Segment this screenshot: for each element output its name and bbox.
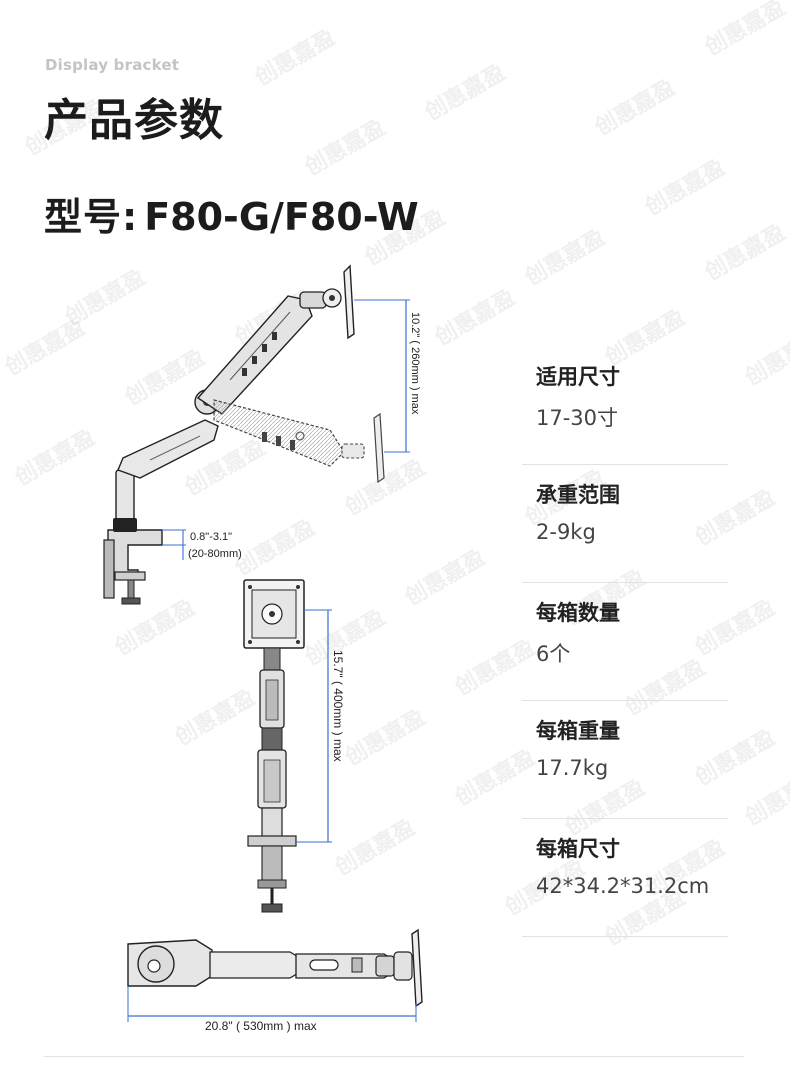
spec-label: 适用尺寸 bbox=[536, 365, 620, 389]
clamp-label-line1: 0.8"-3.1" bbox=[190, 531, 232, 543]
clamp-label-line2: (20-80mm) bbox=[188, 548, 242, 560]
model-label: 型号: bbox=[44, 195, 139, 239]
spec-list: 适用尺寸 17-30寸 承重范围 2-9kg 每箱数量 6个 每箱重量 17.7… bbox=[522, 347, 728, 937]
spec-label: 每箱数量 bbox=[536, 601, 620, 625]
spec-value: 2-9kg bbox=[536, 520, 596, 544]
page-subtitle: Display bracket bbox=[45, 56, 180, 74]
top-view: 20.8" ( 530mm ) max bbox=[127, 928, 423, 1033]
front-height-label: 15.7" ( 400mm ) max bbox=[331, 650, 345, 762]
spec-item: 承重范围 2-9kg bbox=[522, 465, 728, 583]
side-height-label: 10.2" ( 260mm ) max bbox=[409, 312, 421, 415]
spec-label: 承重范围 bbox=[536, 483, 620, 507]
side-view: 10.2" ( 260mm ) max 0.8"-3.1" (20-80mm) bbox=[103, 264, 421, 605]
spec-label: 每箱重量 bbox=[536, 719, 620, 743]
spec-value: 42*34.2*31.2cm bbox=[536, 874, 710, 898]
spec-value: 6个 bbox=[536, 642, 571, 666]
top-length-label: 20.8" ( 530mm ) max bbox=[205, 1019, 317, 1033]
spec-value: 17.7kg bbox=[536, 756, 609, 780]
spec-label: 每箱尺寸 bbox=[536, 837, 620, 861]
spec-item: 每箱数量 6个 bbox=[522, 583, 728, 701]
page-title: 产品参数 bbox=[44, 95, 224, 146]
spec-item: 每箱尺寸 42*34.2*31.2cm bbox=[522, 819, 728, 937]
spec-value: 17-30寸 bbox=[536, 406, 619, 430]
spec-item: 每箱重量 17.7kg bbox=[522, 701, 728, 819]
bottom-divider bbox=[44, 1056, 744, 1057]
spec-item: 适用尺寸 17-30寸 bbox=[522, 347, 728, 465]
front-view: 15.7" ( 400mm ) max bbox=[243, 579, 345, 913]
model-value: F80-G/F80-W bbox=[144, 195, 419, 239]
model-heading: 型号: F80-G/F80-W bbox=[44, 186, 419, 241]
